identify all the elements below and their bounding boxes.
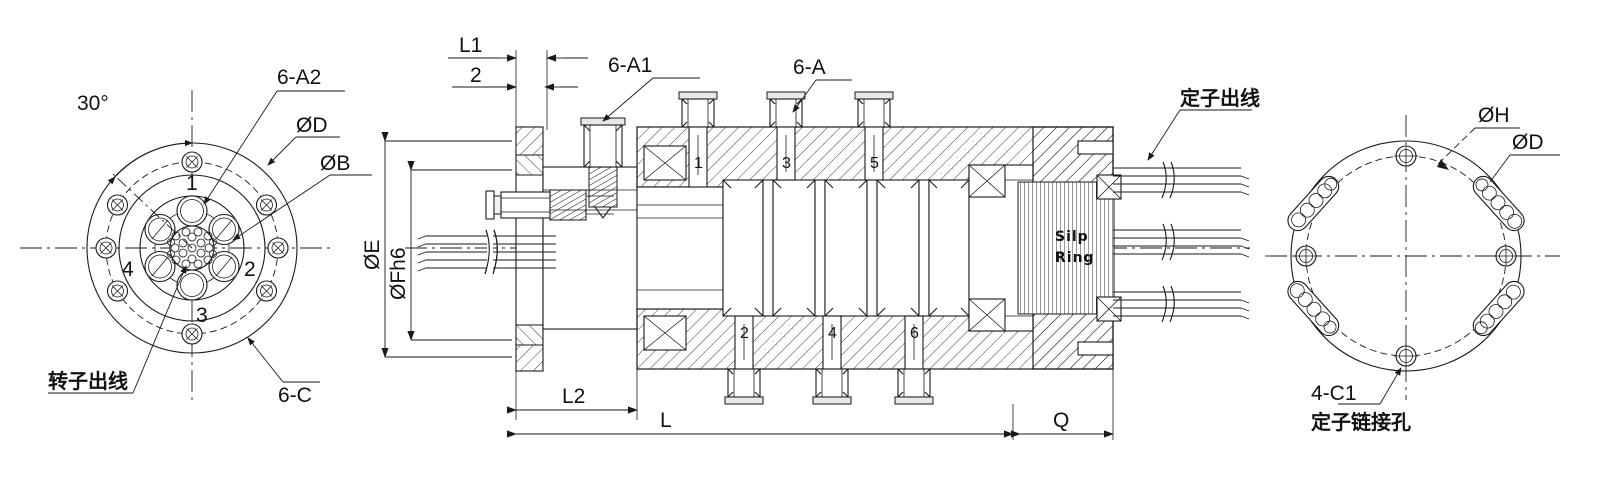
leader-4-c1: 4-C1 定子链接孔 xyxy=(1311,367,1411,434)
left-rotor-end-view: 30° 6-A2 ØD ØB 6-C 转子出线 xyxy=(20,66,372,407)
stator-slot-group xyxy=(1287,175,1525,337)
angle-label: 30° xyxy=(77,92,109,115)
hole-number-2: 2 xyxy=(244,258,256,281)
hole-number-4: 4 xyxy=(122,258,134,281)
rotor-lead-wires xyxy=(417,229,556,275)
stator-slot-top-left xyxy=(1287,175,1340,232)
bolt-number-6: 6 xyxy=(910,325,919,342)
bearing-left-top xyxy=(643,145,687,181)
label-2: 2 xyxy=(470,64,482,87)
stator-slot-bottom-left xyxy=(1287,280,1340,337)
slip-ring-label-line2: Ring xyxy=(1055,250,1095,266)
label-dia-d-left: ØD xyxy=(296,114,328,137)
dimension-q: Q xyxy=(1011,369,1114,440)
stator-lead-wires xyxy=(1113,161,1250,323)
label-4-c1: 4-C1 xyxy=(1311,382,1357,405)
dimension-l2: L2 xyxy=(507,369,638,420)
stator-wire-group-top xyxy=(1113,161,1250,199)
rotor-lead-hole-group xyxy=(144,195,240,301)
dimension-dia-e: ØE xyxy=(361,132,512,358)
bottom-bolt-6: 6 xyxy=(894,315,934,405)
leader-6-a1: 6-A1 xyxy=(602,54,700,122)
label-l: L xyxy=(660,409,672,432)
dimension-2: 2 xyxy=(452,64,578,91)
label-dia-e: ØE xyxy=(361,240,384,270)
stator-wire-group-middle xyxy=(1113,223,1250,261)
side-screw-group xyxy=(95,237,289,259)
dimension-l1: L1 xyxy=(448,34,588,130)
slip-ring-stack xyxy=(722,179,970,317)
bolt-number-4: 4 xyxy=(828,325,837,342)
label-dia-d-right: ØD xyxy=(1512,131,1544,154)
label-dia-fh6: ØFh6 xyxy=(387,247,410,300)
angle-dimension-30: 30° xyxy=(77,92,193,249)
label-dia-h: ØH xyxy=(1478,104,1510,127)
leader-dia-d-right: ØD xyxy=(1489,131,1560,183)
dimension-dia-fh6: ØFh6 xyxy=(387,161,512,341)
housing-lip-bottom xyxy=(1077,341,1114,356)
top-bolt-5: 5 xyxy=(854,91,894,181)
leader-dia-b: ØB xyxy=(232,152,372,241)
middle-cross-section-view: Silp Ring 1 xyxy=(361,34,1260,440)
leader-6-a: 6-A xyxy=(792,56,852,113)
housing-lip-top xyxy=(1077,140,1114,155)
top-bolt-group: 1 3 5 xyxy=(678,91,894,188)
label-6-a2: 6-A2 xyxy=(277,66,321,89)
label-l2: L2 xyxy=(562,385,585,408)
slip-ring-label-line1: Silp xyxy=(1055,229,1089,245)
front-flange-plate xyxy=(515,126,544,372)
label-stator-lead: 定子出线 xyxy=(1180,86,1260,110)
leader-rotor-lead: 转子出线 xyxy=(48,265,187,394)
bolt-number-1: 1 xyxy=(694,155,703,172)
bolt-number-3: 3 xyxy=(782,155,791,172)
bottom-bolt-4: 4 xyxy=(812,315,852,405)
hole-number-1: 1 xyxy=(186,172,198,195)
leader-6-a2: 6-A2 xyxy=(203,66,345,205)
bottom-bolt-group: 2 4 6 xyxy=(724,315,934,405)
top-bolt-3: 3 xyxy=(766,91,806,181)
top-bolt-1: 1 xyxy=(678,91,718,188)
label-rotor-lead: 转子出线 xyxy=(48,369,128,393)
bolt-number-2: 2 xyxy=(740,325,749,342)
leader-dia-h: ØH xyxy=(1437,104,1520,170)
label-6-a1: 6-A1 xyxy=(608,54,652,77)
label-6-a: 6-A xyxy=(793,56,826,79)
label-6-c: 6-C xyxy=(278,384,312,407)
stator-slot-top-right xyxy=(1472,175,1525,232)
label-stator-hole: 定子链接孔 xyxy=(1311,410,1411,434)
label-q: Q xyxy=(1053,409,1069,432)
connector-6-a1 xyxy=(580,117,626,219)
leader-stator-lead: 定子出线 xyxy=(1147,86,1260,161)
leader-dia-d-left: ØD xyxy=(267,114,340,166)
dimension-l: L xyxy=(507,404,1014,440)
hole-number-3: 3 xyxy=(196,304,208,327)
stator-wire-group-bottom xyxy=(1113,285,1250,323)
bearing-left-bottom xyxy=(643,315,687,351)
seal-right-top xyxy=(1096,174,1122,200)
label-l1: L1 xyxy=(459,34,482,57)
seal-right-bottom xyxy=(1096,296,1122,322)
stator-slot-bottom-right xyxy=(1472,280,1525,337)
right-stator-end-view: ØH ØD 4-C1 定子链接孔 xyxy=(1265,104,1560,434)
leader-6-c: 6-C xyxy=(247,337,320,407)
stator-outer-circle xyxy=(1290,140,1522,372)
label-dia-b: ØB xyxy=(320,152,350,175)
brush-fin-pack xyxy=(1017,181,1115,315)
stator-connection-hole-group xyxy=(1294,145,1518,367)
bolt-number-5: 5 xyxy=(870,155,879,172)
bottom-bolt-2: 2 xyxy=(724,315,764,405)
rotor-connector xyxy=(485,189,614,221)
